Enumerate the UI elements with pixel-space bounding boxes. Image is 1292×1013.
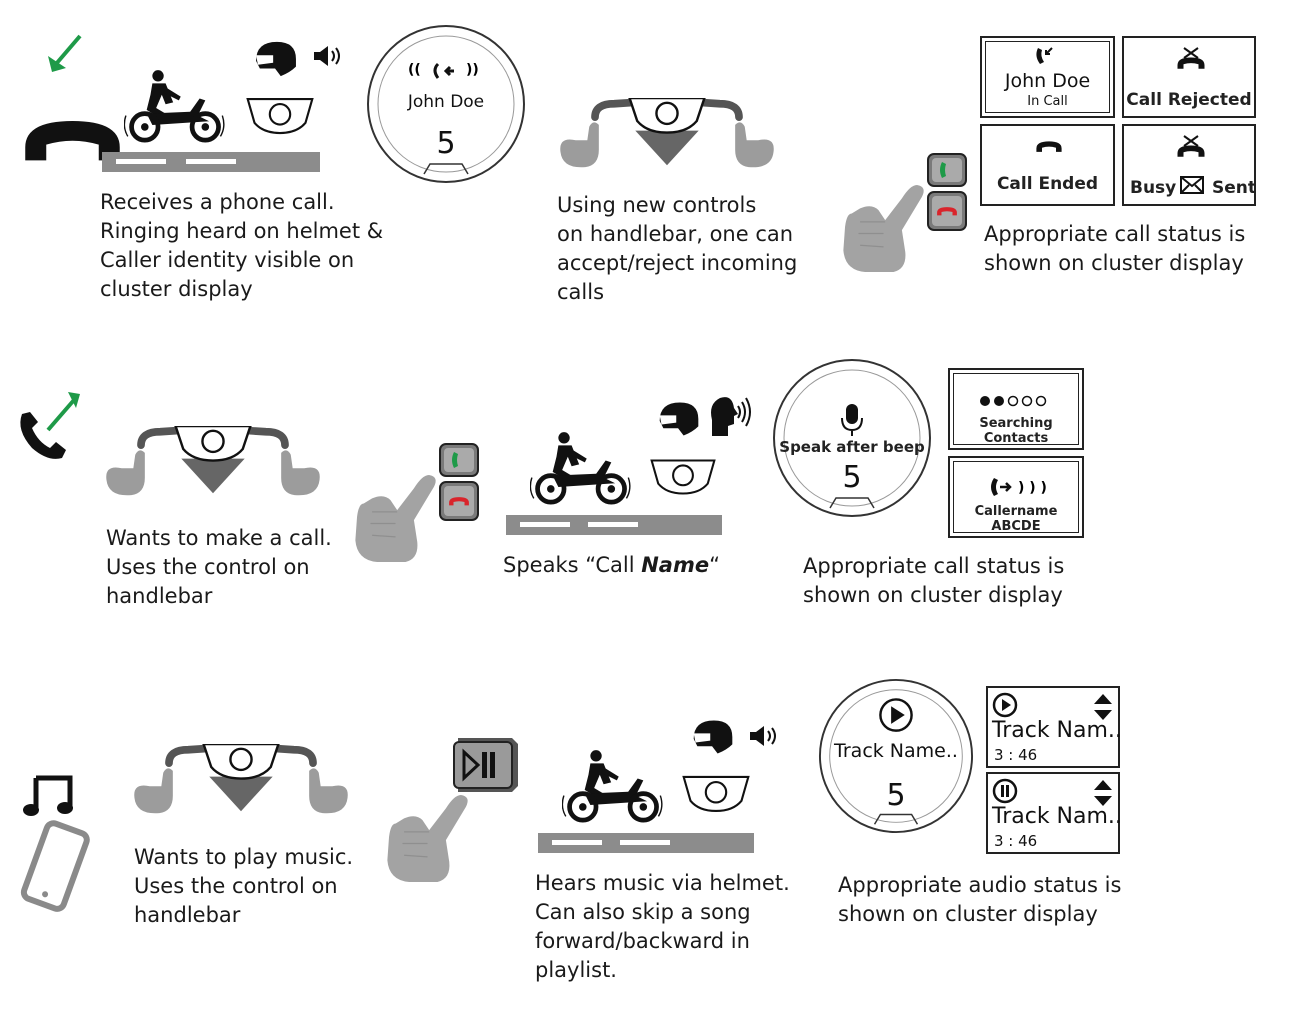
- call-rejected-icon: [1177, 47, 1205, 69]
- handset-icon: [1036, 141, 1062, 152]
- road: [538, 833, 754, 853]
- status-call-ended: Call Ended: [980, 124, 1115, 206]
- up-down-arrows-icon: [1094, 780, 1112, 806]
- helmet-icon: [659, 402, 699, 436]
- console-icon: [246, 97, 314, 135]
- svg-text:((: ((: [408, 62, 421, 78]
- caption-receive: Receives a phone call. Ringing heard on …: [100, 190, 384, 301]
- dial-caller-name: John Doe: [407, 92, 485, 112]
- envelope-icon: [1180, 176, 1204, 194]
- thumb-hand-icon: [354, 474, 437, 562]
- status-calling: ) ) ) Callername ABCDE: [948, 456, 1084, 538]
- play-icon: [879, 698, 913, 732]
- busy-label: Busy: [1130, 178, 1177, 198]
- status-busy-sent: Busy Sent: [1122, 124, 1256, 206]
- dial-prompt: Speak after beep: [779, 438, 925, 456]
- caption-speak: Speaks “Call Name“: [503, 553, 720, 577]
- cluster-dial: (( )): [367, 25, 525, 183]
- dial-number: 5: [842, 460, 862, 495]
- in-call-name: John Doe: [1004, 70, 1091, 92]
- call-button-icon[interactable]: [438, 442, 480, 522]
- track-name: Track Nam..: [992, 718, 1122, 743]
- sent-label: Sent: [1212, 178, 1257, 198]
- smartphone-icon: [20, 820, 90, 912]
- caption-play-music: Wants to play music. Uses the control on…: [134, 845, 354, 927]
- handlebar-icon: [556, 98, 778, 194]
- thumb-hand-icon: [386, 794, 469, 882]
- dial-number: 5: [886, 778, 906, 813]
- microphone-icon: [841, 404, 863, 436]
- motorbike-rider-icon: [530, 432, 634, 508]
- play-pause-button-icon[interactable]: [450, 736, 520, 794]
- road: [506, 515, 722, 535]
- speaking-head-icon: [711, 397, 751, 436]
- thumb-hand-icon: [842, 184, 925, 272]
- progress-dots-icon: [980, 395, 1047, 407]
- caption-status-1: Appropriate call status is shown on clus…: [984, 222, 1246, 275]
- cluster-dial: [773, 359, 931, 517]
- handlebar-icon: [102, 426, 324, 522]
- play-icon: [992, 692, 1018, 718]
- caption-controls: Using new controls on handlebar, one can…: [557, 193, 798, 304]
- svg-text:)): )): [466, 62, 479, 78]
- track-time: 3 : 46: [994, 746, 1038, 764]
- speaker-icon: [749, 725, 776, 747]
- pause-icon: [992, 778, 1018, 804]
- console-icon: [682, 775, 750, 813]
- console-icon: [650, 459, 716, 495]
- call-rejected-icon: [1177, 135, 1205, 157]
- road: [102, 152, 320, 172]
- status-searching: Searching Contacts: [948, 368, 1084, 450]
- motorbike-rider-icon: [562, 750, 666, 826]
- track-name: Track Nam..: [992, 804, 1122, 829]
- track-status-paused: Track Nam.. 3 : 46: [986, 772, 1122, 854]
- speaker-icon: [313, 45, 340, 67]
- caption-status-3: Appropriate audio status is shown on clu…: [838, 873, 1122, 926]
- caption-status-2: Appropriate call status is shown on clus…: [803, 554, 1065, 607]
- caption-make-call: Wants to make a call. Uses the control o…: [106, 526, 332, 608]
- svg-text:) ) ): ) ) ): [1018, 480, 1047, 496]
- incoming-call-icon: [1036, 47, 1053, 64]
- callername-label: Callername ABCDE: [974, 504, 1058, 534]
- track-status-playing: Track Nam.. 3 : 46: [986, 686, 1122, 768]
- outgoing-call-icon: ) ) ): [991, 478, 1047, 496]
- incoming-call-icon: (( )): [408, 62, 479, 79]
- handlebar-icon: [130, 744, 352, 840]
- incoming-call-icon: [18, 34, 88, 114]
- music-note-icon: [23, 775, 73, 816]
- in-call-sub: In Call: [1027, 94, 1068, 109]
- dial-number: 5: [436, 126, 456, 161]
- call-rejected-label: Call Rejected: [1126, 90, 1252, 110]
- motorbike-rider-icon: [124, 70, 228, 146]
- cluster-dial: [818, 678, 974, 834]
- caption-hears-music: Hears music via helmet. Can also skip a …: [535, 871, 790, 982]
- call-button-icon[interactable]: [926, 152, 968, 232]
- outgoing-call-icon: [20, 392, 80, 459]
- status-in-call: John Doe In Call: [980, 36, 1115, 118]
- status-call-rejected: Call Rejected: [1122, 36, 1256, 118]
- call-ended-label: Call Ended: [996, 174, 1099, 194]
- track-time: 3 : 46: [994, 832, 1038, 850]
- helmet-icon: [256, 41, 296, 77]
- helmet-icon: [693, 720, 733, 754]
- searching-label: Searching Contacts: [979, 416, 1053, 446]
- up-down-arrows-icon: [1094, 694, 1112, 720]
- dial-track-name: Track Name..: [834, 740, 958, 762]
